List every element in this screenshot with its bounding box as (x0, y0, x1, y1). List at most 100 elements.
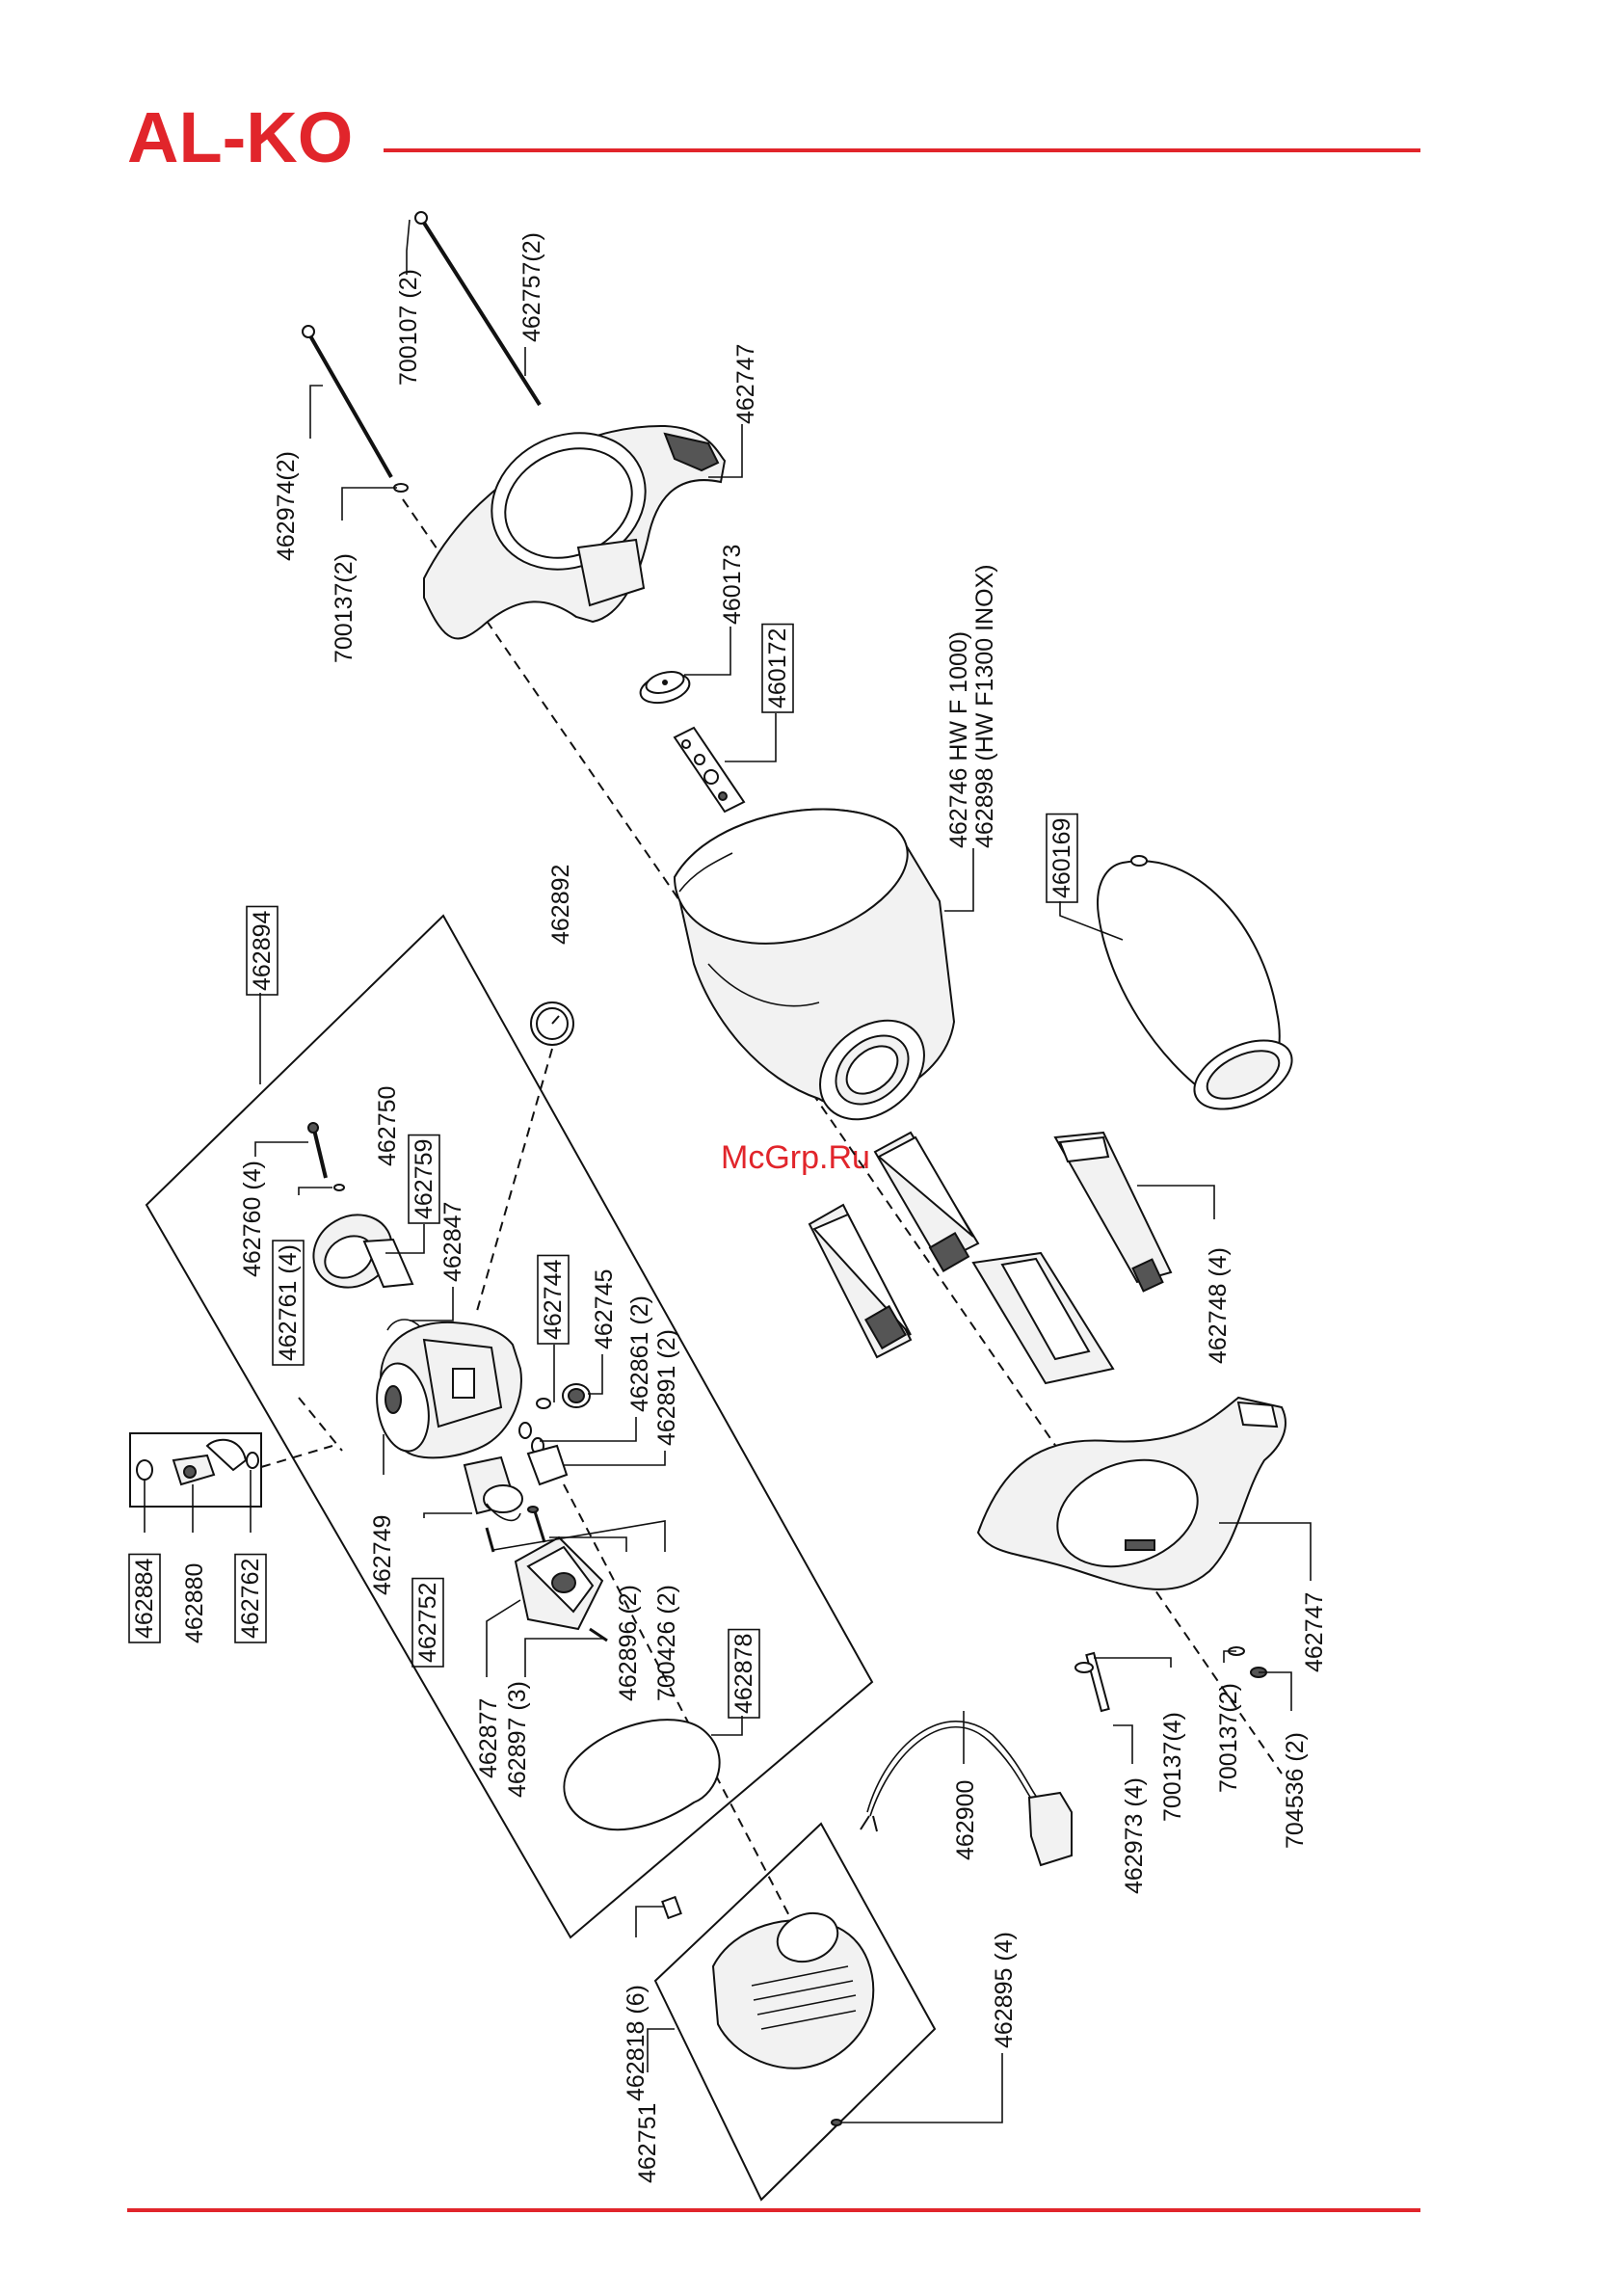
part-label-text: 462747 (1301, 1592, 1328, 1672)
part-label-462744: 462744 (537, 1254, 570, 1345)
part-label-462761: 462761 (4) (272, 1240, 305, 1366)
leader-700107 (406, 219, 411, 275)
part-label-box (272, 1240, 305, 1366)
part-label-462861: 462861 (2) (626, 1295, 653, 1412)
part-label-text: 462897 (3) (504, 1681, 531, 1798)
part-label-text: 462878 (730, 1634, 757, 1714)
leader-462747a (708, 424, 743, 478)
part-label-text: 704536 (2) (1282, 1732, 1309, 1849)
cover-plate-462759 (362, 1238, 414, 1289)
part-label-text: 462762 (237, 1559, 264, 1639)
leader-462891 (564, 1451, 666, 1466)
leader-462896 (549, 1536, 627, 1552)
part-label-box (728, 1628, 760, 1719)
washer-462761 (333, 1184, 345, 1191)
leader-460173 (684, 627, 731, 676)
part-label-text: 462880 (181, 1563, 208, 1643)
pump-axis (298, 1397, 343, 1452)
part-label-462762: 462762 (234, 1553, 267, 1643)
part-label-text: 462749 (369, 1515, 396, 1595)
part-label-462880: 462880 (181, 1563, 208, 1643)
part-label-text: 462752 (414, 1583, 441, 1663)
gauge-link-line (476, 1048, 553, 1312)
leader-462752 (423, 1512, 472, 1518)
part-label-700137a: 700137(2) (331, 553, 358, 663)
part-label-462746: 462746 HW F 1000) (945, 631, 972, 848)
part-label-text: 460172 (764, 628, 791, 708)
part-label-text: 462746 HW F 1000) (945, 631, 972, 848)
part-label-text: 462818 (6) (623, 1985, 650, 2101)
part-label-box (537, 1254, 570, 1345)
part-label-text: 700107 (2) (395, 269, 422, 386)
footer-rule (127, 2208, 1420, 2212)
part-label-text: 462877 (475, 1698, 502, 1778)
gauge-462892 (530, 1001, 574, 1046)
watermark-text: McGrp.Ru (721, 1139, 870, 1176)
header-rule (384, 148, 1420, 152)
part-label-462760: 462760 (4) (239, 1161, 266, 1277)
part-label-462747a: 462747 (732, 344, 759, 424)
screw-462896 (527, 1506, 546, 1543)
leader-462818 (635, 1906, 665, 1937)
brand-logo: AL-KO (127, 97, 353, 177)
leader-460172 (725, 713, 777, 762)
part-label-text: 462974(2) (273, 451, 300, 561)
assembly-axis (402, 498, 1283, 1775)
part-label-462757: 462757(2) (518, 232, 545, 342)
leader-462877 (486, 1599, 521, 1677)
kit-frame-462894 (145, 914, 874, 1939)
screw-462895 (831, 2119, 842, 2126)
part-label-text: 700137(2) (331, 553, 358, 663)
leader-462748 (1137, 1185, 1215, 1219)
valve-462752 (463, 1455, 523, 1522)
part-label-text: 462761 (4) (275, 1244, 302, 1361)
part-label-box (234, 1553, 267, 1643)
part-label-700137b: 700137(2) (1215, 1683, 1242, 1793)
part-label-text: 462750 (374, 1086, 401, 1166)
part-label-text: 462748 (4) (1205, 1247, 1232, 1364)
part-label-460173: 460173 (719, 545, 746, 625)
leader-462747b (1219, 1522, 1312, 1581)
part-label-462747b: 462747 (1301, 1592, 1328, 1672)
leader-462746 (944, 848, 974, 912)
leader-700137a (341, 487, 397, 521)
part-label-462818: 462818 (6) (623, 1985, 650, 2101)
part-label-700107: 700107 (2) (395, 269, 422, 386)
leader-462897 (524, 1638, 605, 1677)
gasket-462878 (563, 1719, 721, 1831)
part-label-text: 462861 (2) (626, 1295, 653, 1412)
part-label-box (128, 1553, 161, 1643)
pump-body-462749 (376, 1321, 522, 1459)
part-label-box (246, 905, 279, 996)
part-label-text: 700137(2) (1215, 1683, 1242, 1793)
leader-700137c (1094, 1657, 1172, 1668)
part-label-text: 460169 (1048, 818, 1075, 898)
leader-462861 (540, 1417, 637, 1442)
part-label-700137c: 700137(4) (1159, 1712, 1186, 1822)
end-bracket-upper (423, 424, 727, 640)
part-label-text: 462744 (540, 1259, 567, 1340)
part-label-text: 462847 (439, 1202, 466, 1282)
part-label-box (408, 1134, 440, 1224)
part-label-462891: 462891 (2) (653, 1329, 680, 1446)
part-label-462898: 462898 (HW F1300 INOX) (971, 564, 998, 848)
part-label-462973: 462973 (4) (1121, 1777, 1148, 1894)
part-label-text: 462745 (591, 1269, 618, 1349)
part-label-text: 700426 (2) (653, 1585, 680, 1701)
part-label-462895: 462895 (4) (991, 1932, 1018, 2048)
tie-rod-left (302, 325, 409, 493)
base-rail-right (873, 1131, 980, 1272)
screw-462973 (1074, 1651, 1110, 1713)
gauge-460173 (639, 671, 691, 705)
part-label-462878: 462878 (728, 1628, 760, 1719)
part-label-text: 462891 (2) (653, 1329, 680, 1446)
part-label-462748: 462748 (4) (1205, 1247, 1232, 1364)
labels-layer: 700107 (2) 462757(2) 462974(2) 700137(2) 462… (128, 232, 1328, 2183)
leader-700137b (1223, 1650, 1236, 1663)
part-label-462751: 462751 (634, 2103, 661, 2183)
screw-462818 (661, 1895, 682, 1920)
fan-cover-462751 (711, 1911, 875, 2069)
part-label-462752: 462752 (411, 1577, 444, 1668)
part-label-462892: 462892 (547, 865, 574, 945)
